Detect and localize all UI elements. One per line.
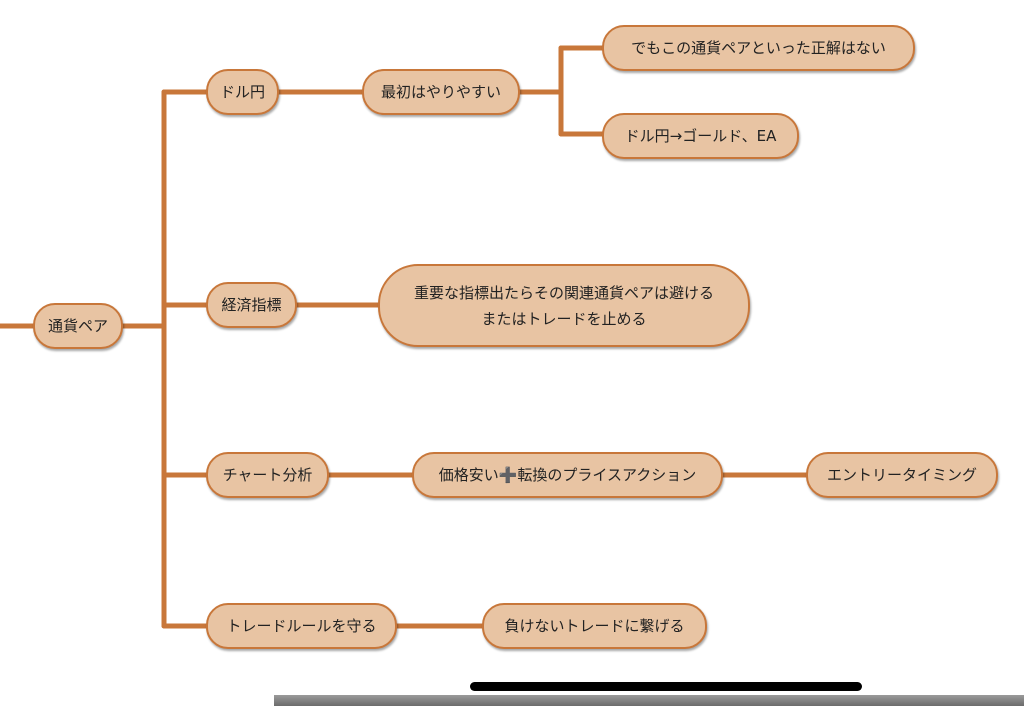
- branch-node-economic-indicators[interactable]: 経済指標: [206, 282, 297, 328]
- branch-node-label: チャート分析: [222, 466, 313, 484]
- node-label: でもこの通貨ペアといった正解はない: [631, 39, 886, 57]
- home-indicator[interactable]: [470, 682, 862, 691]
- node-no-correct-pair[interactable]: でもこの通貨ペアといった正解はない: [602, 25, 915, 71]
- node-label-line-1: 重要な指標出たらその関連通貨ペアは避ける: [413, 283, 714, 302]
- node-label: 負けないトレードに繋げる: [504, 617, 685, 635]
- node-usdjpy-to-gold[interactable]: ドル円→ゴールド、EA: [602, 113, 799, 159]
- node-label: 価格安い➕転換のプライスアクション: [438, 466, 697, 484]
- node-label-line-2: またはトレードを止める: [481, 309, 647, 328]
- branch-node-label: トレードルールを守る: [226, 617, 377, 635]
- branch-node-keep-trade-rules[interactable]: トレードルールを守る: [206, 603, 397, 649]
- node-entry-timing[interactable]: エントリータイミング: [806, 452, 998, 498]
- branch-node-label: 経済指標: [221, 296, 282, 314]
- root-node-label: 通貨ペア: [47, 317, 108, 335]
- branch-node-chart-analysis[interactable]: チャート分析: [206, 452, 329, 498]
- node-price-action[interactable]: 価格安い➕転換のプライスアクション: [412, 452, 723, 498]
- node-label: ドル円→ゴールド、EA: [624, 127, 777, 145]
- node-non-losing-trades[interactable]: 負けないトレードに繋げる: [482, 603, 707, 649]
- node-label: 最初はやりやすい: [380, 83, 501, 101]
- root-node[interactable]: 通貨ペア: [33, 303, 123, 349]
- node-easy-at-first[interactable]: 最初はやりやすい: [362, 69, 520, 115]
- branch-node-label: ドル円: [219, 83, 265, 101]
- branch-node-usdjpy[interactable]: ドル円: [206, 69, 279, 115]
- node-avoid-related-pairs[interactable]: 重要な指標出たらその関連通貨ペアは避ける またはトレードを止める: [378, 264, 750, 347]
- bottom-toolbar-edge: [274, 695, 1024, 706]
- node-label: エントリータイミング: [826, 466, 977, 484]
